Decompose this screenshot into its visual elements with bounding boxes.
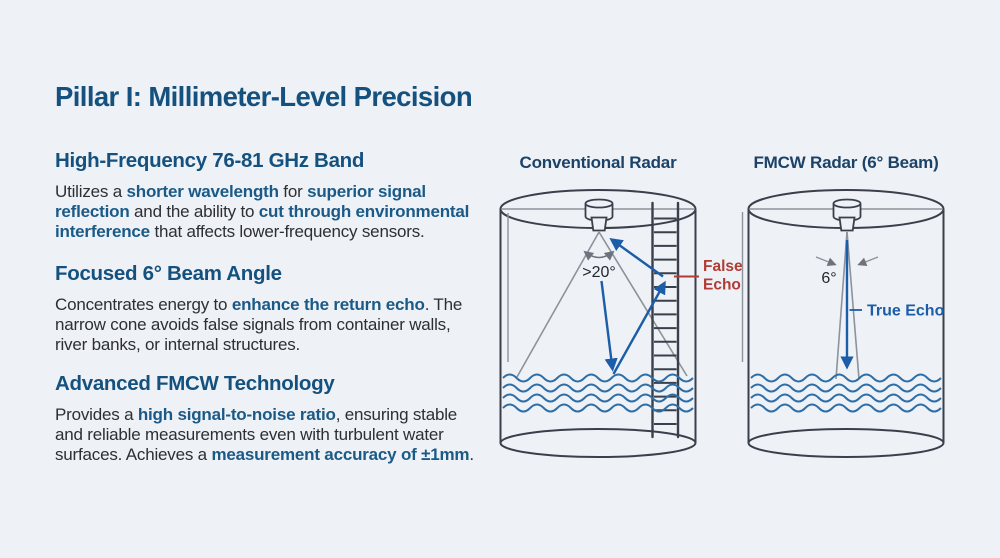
radar-sensor [584,198,614,232]
section-high-frequency: High-Frequency 76-81 GHz Band Utilizes a… [55,149,525,242]
section-fmcw-technology: Advanced FMCW Technology Provides a high… [55,372,525,465]
beam-angle-label: 6° [821,270,836,287]
section-body: Provides a high signal-to-noise ratio, e… [55,405,474,464]
section-body: Concentrates energy to enhance the retur… [55,295,463,354]
section-heading: Focused 6° Beam Angle [55,262,282,285]
highlight-text: shorter wavelength [126,182,279,201]
wide-beam-cone [516,231,688,378]
beam-angle-label: >20° [582,264,616,281]
water-surface [502,373,694,413]
fmcw-radar-diagram: 6° True Echo [741,189,945,458]
section-heading: High-Frequency 76-81 GHz Band [55,149,365,172]
water-surface [750,373,942,413]
radar-sensor [832,198,862,232]
highlight-text: cut through environmental [258,202,470,221]
highlight-text: superior signal [307,182,426,201]
false-echo-label-line1: False [703,258,743,275]
section-heading: Advanced FMCW Technology [55,372,335,395]
fmcw-radar-title: FMCW Radar (6° Beam) [753,153,939,172]
section-body: Utilizes a shorter wavelength for superi… [55,182,470,241]
false-echo-label-line2: Echo [703,277,741,294]
highlight-text: enhance the return echo [231,295,425,314]
conventional-radar-title: Conventional Radar [519,153,677,172]
narrow-beam-cone [835,231,860,380]
beam-angle-arrows [815,256,879,267]
true-echo-label: True Echo [867,303,945,320]
false-echo-path [600,237,666,375]
ladder [651,201,680,439]
highlight-text: reflection [55,202,130,221]
highlight-text: measurement accuracy of ±1mm [211,445,470,464]
highlight-text: high signal-to-noise ratio [137,405,336,424]
highlight-text: interference [55,222,150,241]
section-beam-angle: Focused 6° Beam Angle Concentrates energ… [55,262,525,355]
conventional-radar-diagram: >20° False Echo [499,189,743,458]
tank-outline [741,189,945,458]
ladder-rungs [654,217,677,425]
page-title: Pillar I: Millimeter-Level Precision [55,81,473,112]
